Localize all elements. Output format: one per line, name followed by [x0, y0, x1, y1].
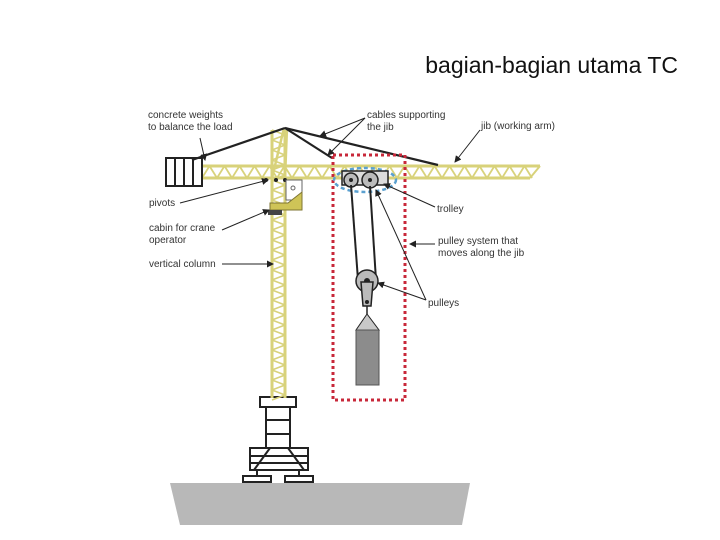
slide-title: bagian-bagian utama TC	[425, 52, 678, 78]
pulley-block	[355, 269, 379, 314]
label-trolley: trolley	[437, 204, 464, 215]
jib-support-cables	[191, 126, 439, 167]
label-concrete-weights-line1: concrete weights	[148, 110, 223, 121]
label-pulley-system-line2: moves along the jib	[438, 248, 525, 259]
label-vertical-column: vertical column	[149, 259, 216, 270]
crane-base	[242, 396, 314, 483]
label-concrete-weights-line2: to balance the load	[148, 122, 233, 133]
label-cables-line2: the jib	[367, 122, 394, 133]
leader-lines	[179, 117, 481, 301]
label-cabin-line2: operator	[149, 235, 187, 246]
label-cables-line1: cables supporting	[367, 110, 445, 121]
label-cabin-line1: cabin for crane	[149, 223, 216, 234]
ground	[170, 483, 470, 525]
load	[355, 313, 380, 386]
label-pivots: pivots	[149, 198, 175, 209]
operator-cabin	[268, 179, 303, 215]
trolley	[332, 166, 398, 194]
label-jib: jib (working arm)	[480, 121, 555, 132]
label-pulleys: pulleys	[428, 298, 459, 309]
counterweights	[165, 157, 203, 187]
hoist-ropes	[350, 184, 377, 281]
pulley-system-highlight	[331, 153, 407, 402]
label-pulley-system-line1: pulley system that	[438, 236, 518, 247]
